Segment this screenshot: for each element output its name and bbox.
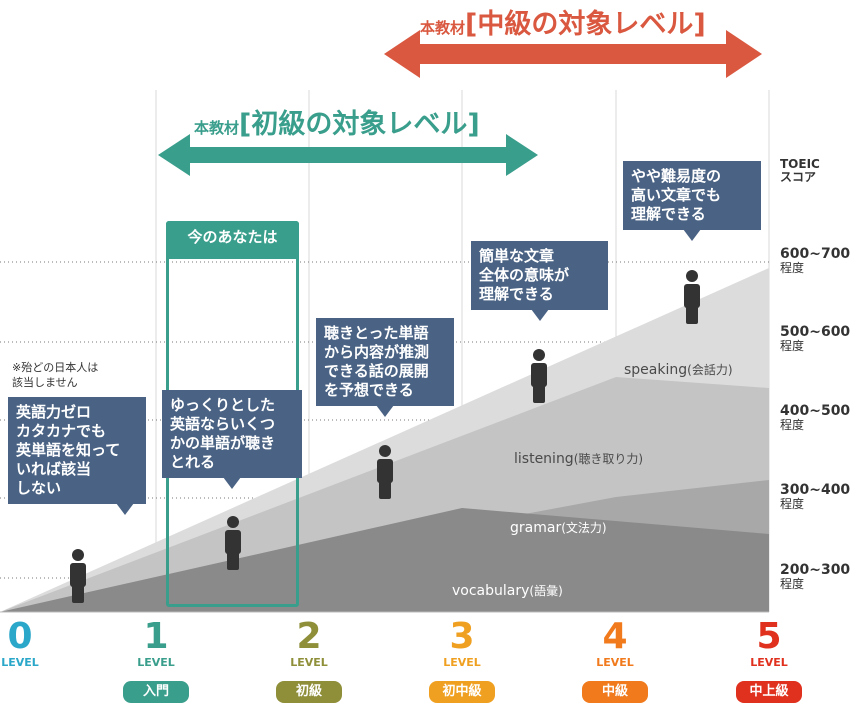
range-title: [初級の対象レベル] (239, 109, 480, 140)
skill-name: vocabulary (452, 583, 530, 599)
level-label: LEVEL (137, 656, 175, 669)
beginner-range-label: 本教材[初級の対象レベル] (194, 102, 480, 141)
score-unit: 程度 (780, 497, 805, 511)
person-icon (377, 445, 393, 499)
toeic-score-200: 200~300 程度 (780, 562, 850, 591)
score-value: 200~300 (780, 562, 851, 578)
person-icon (70, 549, 86, 603)
level-number: 1 (143, 616, 169, 657)
level-3: 3 LEVEL (422, 618, 502, 670)
skill-name: speaking (624, 362, 688, 378)
level-3-description: 簡単な文章 全体の意味が 理解できる (471, 241, 608, 321)
range-prefix: 本教材 (420, 19, 466, 37)
toeic-score-500: 500~600 程度 (780, 324, 850, 353)
level-1-description: ゆっくりとした 英語ならいくつ かの単語が聴き とれる (162, 390, 302, 489)
range-title: [中級の対象レベル] (465, 9, 706, 40)
skill-listening: listening(聴き取り力) (514, 450, 643, 467)
toeic-score-300: 300~400 程度 (780, 482, 850, 511)
skill-gramar: gramar(文法力) (510, 519, 607, 536)
beginner-range-arrow (158, 134, 538, 176)
skill-name: gramar (510, 520, 562, 536)
intermediate-range-arrow (384, 30, 762, 78)
level-5: 5 LEVEL (729, 618, 809, 670)
person-icon (684, 270, 700, 324)
footnote: ※殆どの日本人は 該当しません (12, 361, 99, 389)
level-5-tag: 中上級 (736, 681, 802, 703)
score-unit: 程度 (780, 577, 805, 591)
level-0: 0 LEVEL (0, 618, 60, 670)
level-4-tag: 中級 (582, 681, 648, 703)
score-value: 300~400 (780, 482, 851, 498)
level-number: 2 (296, 616, 322, 657)
score-unit: 程度 (780, 339, 805, 353)
toeic-score-600: 600~700 程度 (780, 246, 850, 275)
level-0-description: 英語力ゼロ カタカナでも 英単語を知って いれば該当 しない (8, 397, 146, 515)
level-label: LEVEL (290, 656, 328, 669)
current-level-header: 今のあなたは (166, 221, 299, 259)
skill-jp: (文法力) (561, 521, 607, 535)
level-1-tag: 入門 (123, 681, 189, 703)
score-value: 500~600 (780, 324, 851, 340)
skill-jp: (聴き取り力) (573, 452, 644, 466)
level-label: LEVEL (1, 656, 39, 669)
level-4-description: やや難易度の 高い文章でも 理解できる (623, 161, 761, 241)
band-vocabulary (0, 508, 769, 612)
level-number: 0 (7, 616, 33, 657)
score-unit: 程度 (780, 261, 805, 275)
toeic-score-400: 400~500 程度 (780, 403, 850, 432)
level-label: LEVEL (596, 656, 634, 669)
skill-name: listening (514, 451, 574, 467)
skill-jp: (語彙) (529, 584, 563, 598)
person-icon (225, 516, 241, 570)
level-3-tag: 初中級 (429, 681, 495, 703)
person-icon (531, 349, 547, 403)
intermediate-range-label: 本教材[中級の対象レベル] (420, 2, 706, 41)
level-label: LEVEL (443, 656, 481, 669)
score-value: 600~700 (780, 246, 851, 262)
score-value: 400~500 (780, 403, 851, 419)
level-2-description: 聴きとった単語 から内容が推測 できる話の展開 を予想できる (316, 318, 454, 417)
toeic-score-title: TOEIC スコア (780, 157, 820, 184)
level-number: 5 (756, 616, 782, 657)
skill-vocabulary: vocabulary(語彙) (452, 582, 563, 599)
level-4: 4 LEVEL (575, 618, 655, 670)
level-1: 1 LEVEL (116, 618, 196, 670)
skill-jp: (会話力) (687, 363, 733, 377)
score-unit: 程度 (780, 418, 805, 432)
level-2: 2 LEVEL (269, 618, 349, 670)
skill-speaking: speaking(会話力) (624, 361, 733, 378)
range-prefix: 本教材 (194, 119, 240, 137)
level-2-tag: 初級 (276, 681, 342, 703)
level-number: 3 (449, 616, 475, 657)
level-label: LEVEL (750, 656, 788, 669)
level-number: 4 (602, 616, 628, 657)
